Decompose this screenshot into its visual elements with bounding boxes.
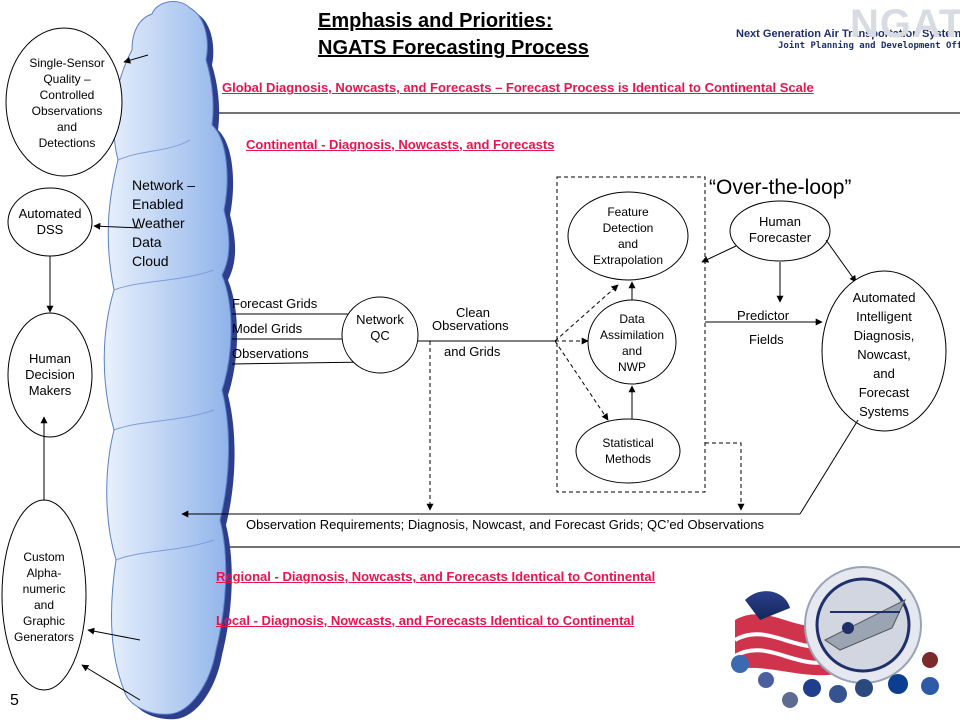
network-qc-label: Network QC — [356, 312, 404, 343]
page-title-line1: Emphasis and Priorities: — [318, 10, 553, 32]
agency-seal-7 — [758, 672, 774, 688]
automated-dss-label: Automated DSS — [18, 206, 82, 237]
predictor-line1: Predictor — [737, 308, 790, 323]
banner-global[interactable]: Global Diagnosis, Nowcasts, and Forecast… — [222, 80, 814, 95]
human-forecaster-node — [729, 200, 831, 262]
automated-systems-label: Automated Intelligent Diagnosis, Nowcast… — [852, 289, 916, 419]
clean-obs-line3: and Grids — [444, 344, 501, 359]
banner-local[interactable]: Local - Diagnosis, Nowcasts, and Forecas… — [216, 613, 635, 628]
input-observations: Observations — [232, 346, 309, 361]
statistical-methods-node — [575, 418, 681, 484]
jpdo-seal-graphic — [731, 566, 939, 708]
banner-regional[interactable]: Regional - Diagnosis, Nowcasts, and Fore… — [216, 569, 656, 584]
over-the-loop-label: “Over-the-loop” — [709, 176, 852, 199]
automated-systems-node — [821, 270, 947, 432]
human-decision-node — [7, 312, 93, 438]
data-assimilation-label: Data Assimilation and NWP — [599, 312, 665, 374]
slide-number: 5 — [10, 692, 19, 709]
agency-seal-2 — [829, 685, 847, 703]
page-title-line2: NGATS Forecasting Process — [318, 37, 589, 59]
agency-seal-9 — [922, 652, 938, 668]
org-subtitle: Joint Planning and Development Office — [778, 41, 960, 51]
agency-seal-8 — [782, 692, 798, 708]
single-sensor-node — [5, 27, 123, 177]
org-name: Next Generation Air Transportation Syste… — [736, 28, 960, 40]
human-decision-label: Human Decision Makers — [25, 351, 75, 398]
agency-seal-1 — [803, 679, 821, 697]
cloud-label: Network – Enabled Weather Data Cloud — [132, 177, 196, 269]
clean-obs-line1: Clean — [456, 305, 490, 320]
ngats-logo-text: NGATS — [850, 2, 960, 46]
custom-generators-label: Custom Alpha- numeric and Graphic Genera… — [13, 550, 75, 644]
feature-detection-label: Feature Detection and Extrapolation — [592, 205, 664, 267]
weather-cloud-shape — [103, 0, 238, 720]
input-forecast-grids: Forecast Grids — [232, 296, 318, 311]
single-sensor-label: Single-Sensor Quality – Controlled Obser… — [29, 56, 105, 150]
human-forecaster-label: Human Forecaster — [748, 214, 812, 245]
agency-seal-3 — [855, 679, 873, 697]
input-model-grids: Model Grids — [232, 321, 303, 336]
banner-continental[interactable]: Continental - Diagnosis, Nowcasts, and F… — [246, 137, 555, 152]
nasa-seal — [888, 674, 908, 694]
network-qc-node — [341, 296, 419, 374]
statistical-methods-label: Statistical Methods — [602, 436, 654, 466]
feature-detection-node — [567, 191, 689, 281]
agency-seal-5 — [921, 677, 939, 695]
observation-requirements-label: Observation Requirements; Diagnosis, Now… — [246, 517, 765, 532]
processing-group — [556, 176, 706, 493]
clean-obs-line2: Observations — [432, 318, 509, 333]
predictor-line2: Fields — [749, 332, 784, 347]
agency-seal-6 — [731, 655, 749, 673]
